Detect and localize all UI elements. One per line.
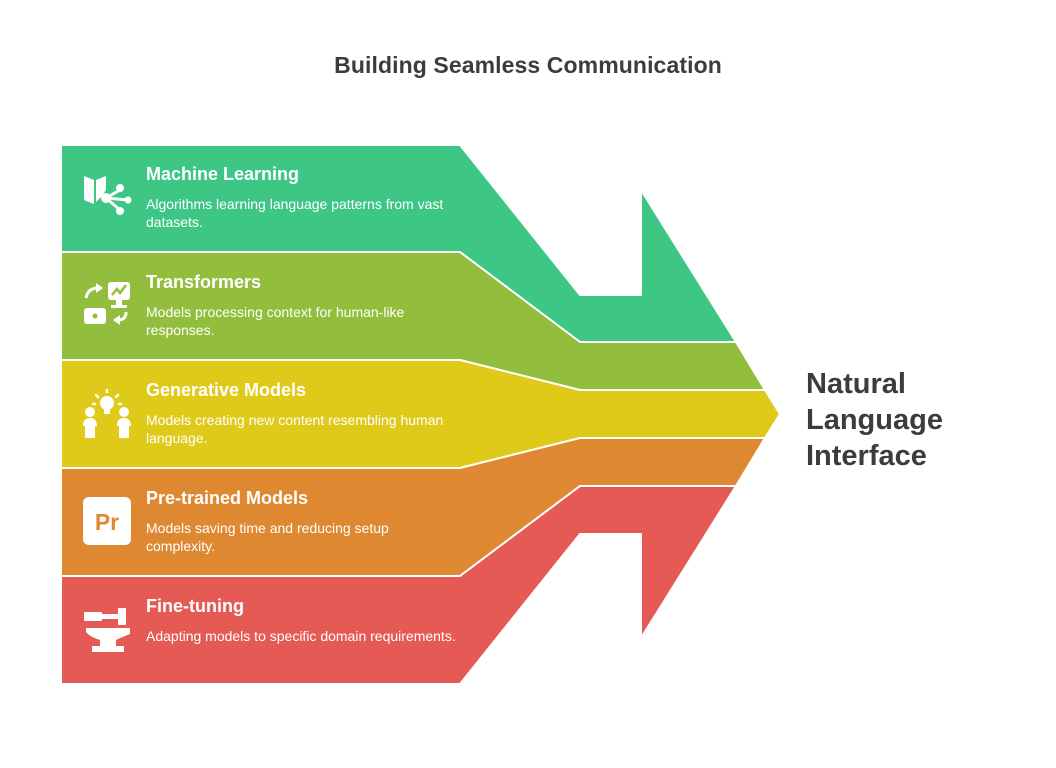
band-description: Models creating new content resembling h… [146,412,444,446]
band-title: Pre-trained Models [146,488,309,508]
band-title: Generative Models [146,380,307,400]
premiere-pr-icon: Pr [83,497,131,545]
machine-learning-icon [84,176,132,215]
diagram-title: Building Seamless Communication [334,52,722,78]
band-text-generative-models: Generative Models Models creating new co… [146,379,456,447]
band-text-machine-learning: Machine Learning Algorithms learning lan… [146,163,456,231]
pr-icon-text: Pr [95,509,119,535]
band-fine-tuning [60,485,737,685]
band-description: Algorithms learning language patterns fr… [146,196,444,230]
band-description: Models saving time and reducing setup co… [146,520,389,554]
band-text-pretrained-models: Pre-trained Models Models saving time an… [146,487,456,555]
band-description: Models processing context for human-like… [146,304,405,338]
band-title: Machine Learning [146,164,300,184]
anvil-hammer-icon [84,608,130,652]
target-label: Natural Language Interface [806,368,943,472]
band-description: Adapting models to specific domain requi… [146,628,456,644]
generative-models-icon [83,388,131,438]
transformers-icon [84,282,130,325]
band-title: Transformers [146,272,262,292]
band-text-fine-tuning: Fine-tuning Adapting models to specific … [146,595,456,645]
band-text-transformers: Transformers Models processing context f… [146,271,456,339]
band-title: Fine-tuning [146,596,244,616]
